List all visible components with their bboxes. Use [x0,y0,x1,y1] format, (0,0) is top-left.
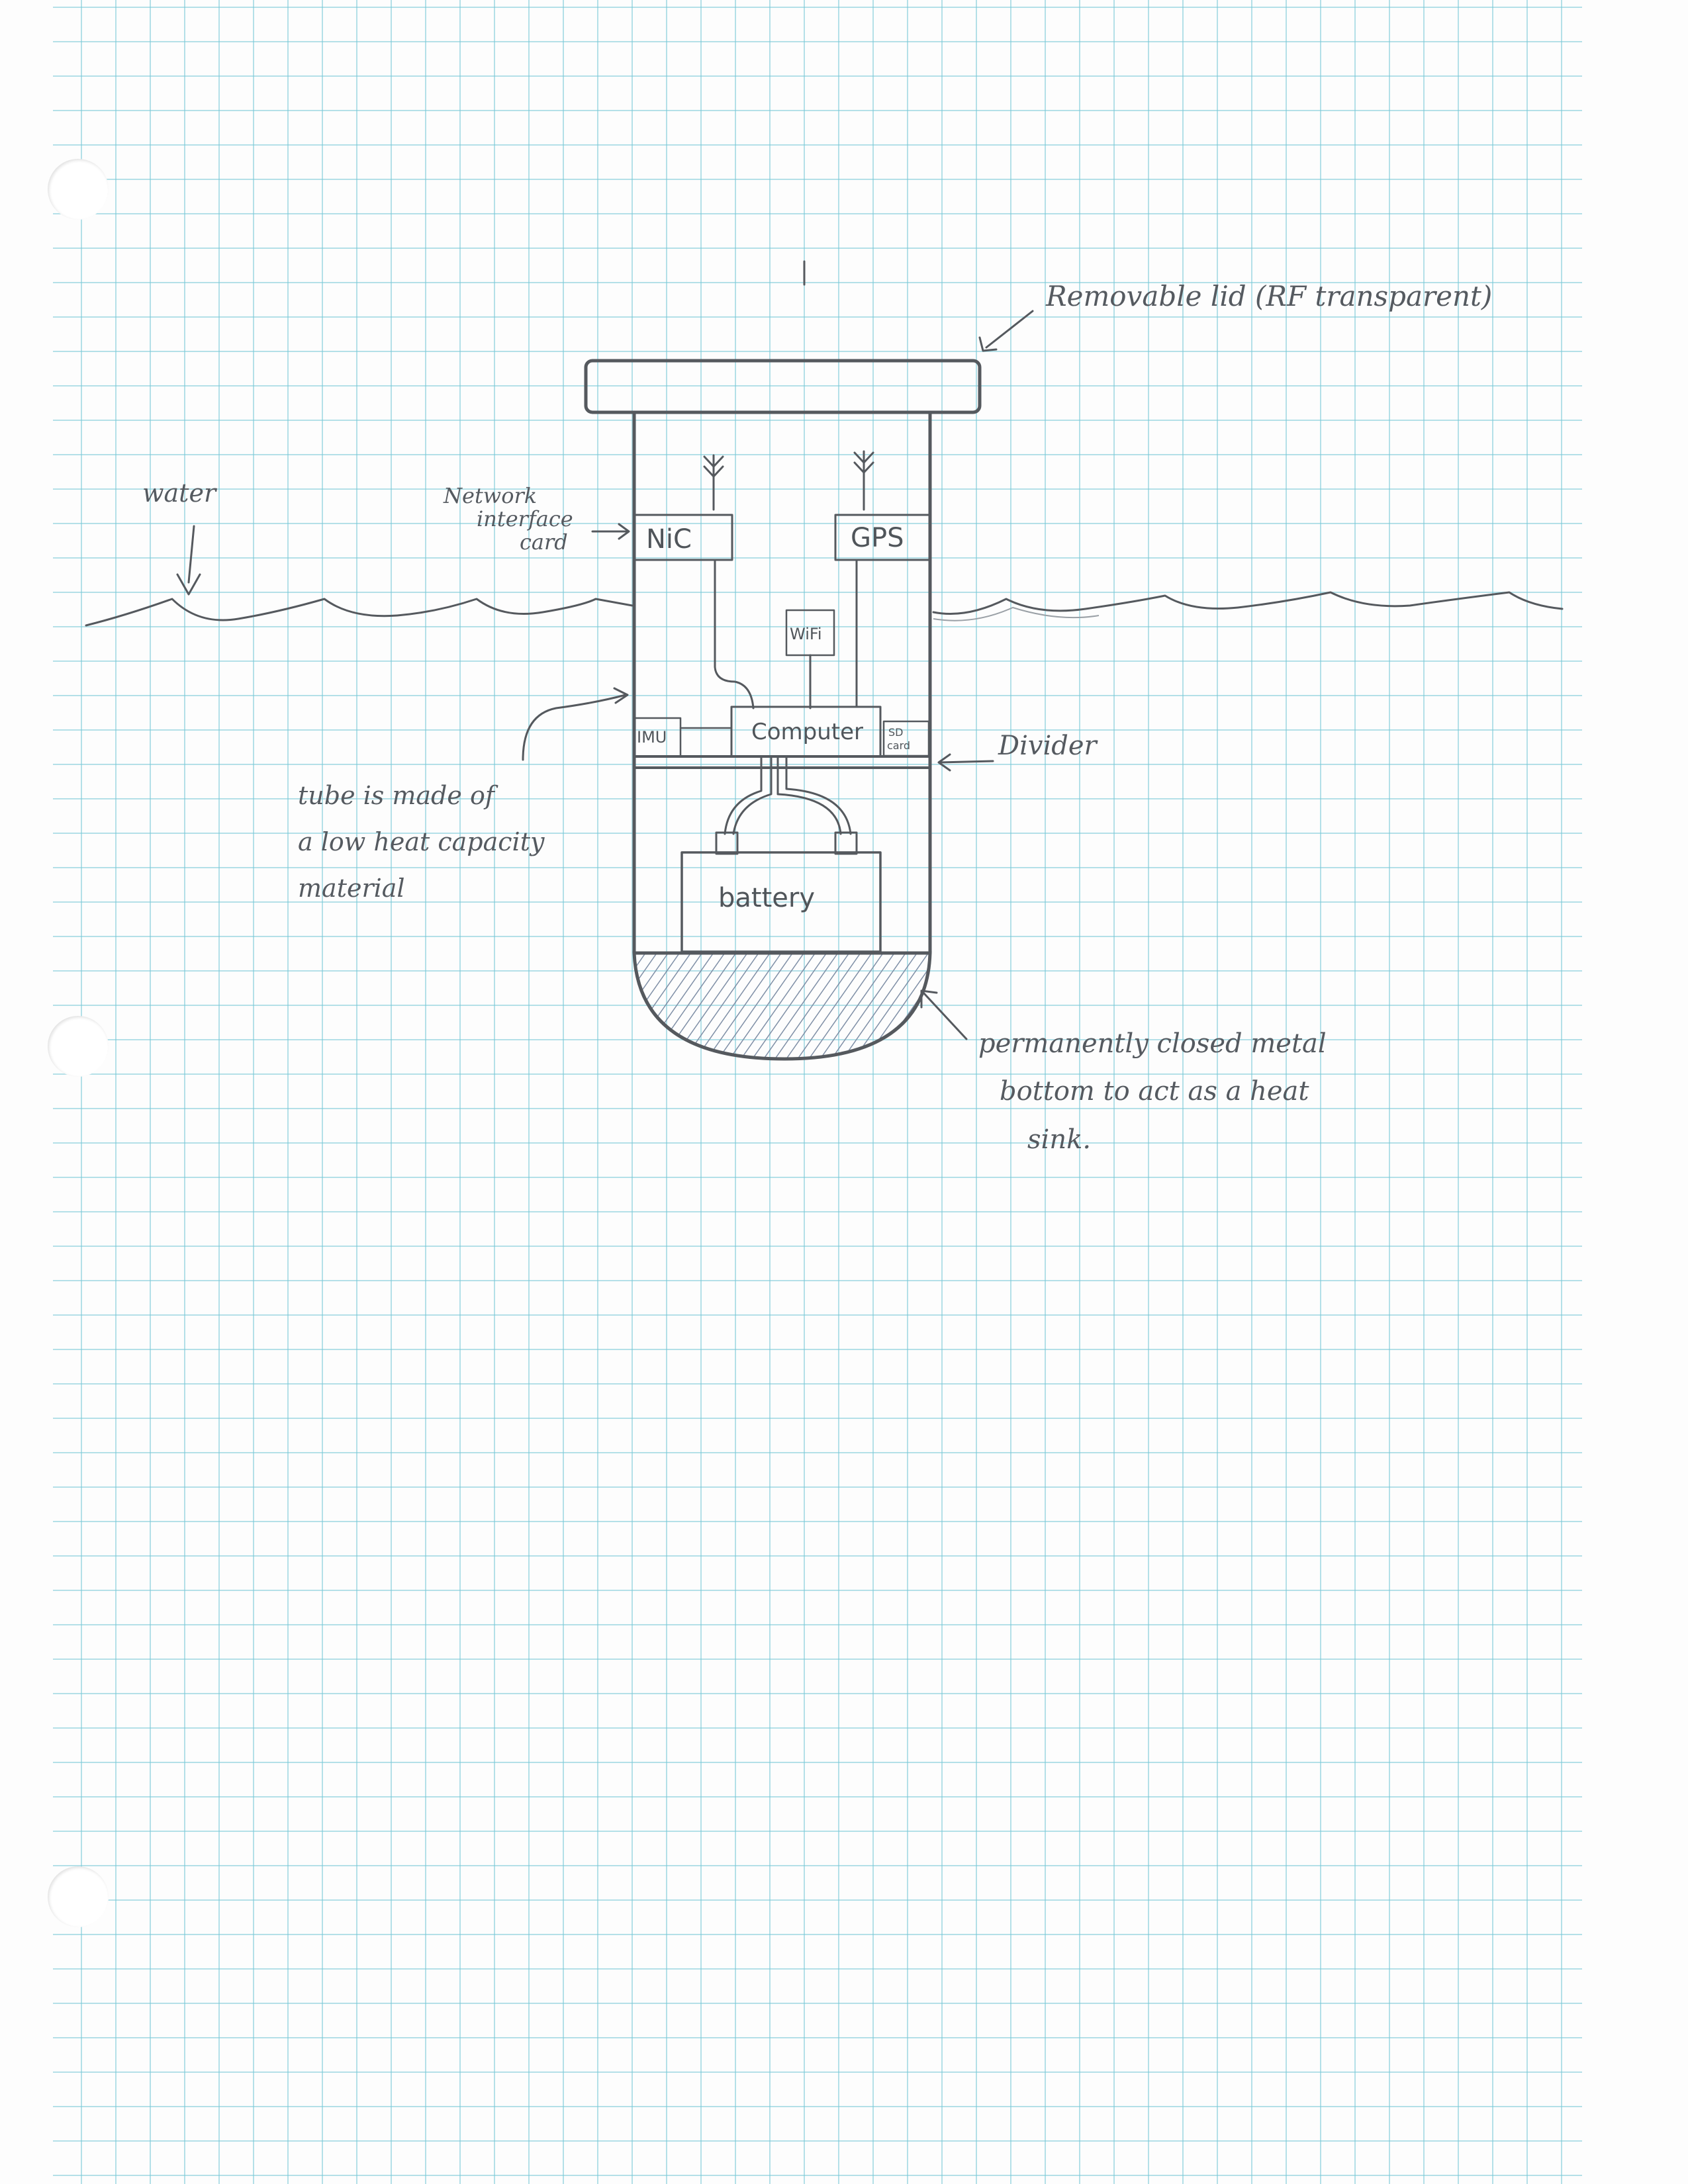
bottom-label-line2: bottom to act as a heat [1000,1076,1309,1107]
sd-label-line1: SD [888,726,903,739]
tube-label-line2: a low heat capacity [298,827,545,856]
divider-label: Divider [998,731,1099,761]
nic-caption-line1: Network [443,483,537,508]
wifi-label: WiFi [790,625,822,643]
lid-arrow-head [980,338,996,351]
tube-arrow [523,695,626,760]
nic-wire [715,560,753,708]
tube-label-line1: tube is made of [298,781,498,810]
water-surface-left [86,599,632,625]
removable-lid [586,361,980,412]
nic-caption-line2: interface [477,506,573,531]
bottom-label-line3: sink. [1027,1124,1091,1155]
water-label: water [142,478,218,508]
battery-terminal-right [835,833,857,854]
battery-label: battery [718,883,815,913]
battery-terminal-left [716,833,737,854]
gps-label: GPS [851,523,904,553]
computer-label: Computer [751,719,863,745]
water-surface-right [933,592,1562,614]
water-arrow [189,526,194,582]
divider-arrow [940,761,993,762]
nic-antenna-icon [704,455,723,510]
imu-label: IMU [637,728,667,747]
lid-arrow [986,311,1033,347]
nic-label: NiC [646,524,692,555]
nic-caption-line3: card [520,529,568,555]
bottom-label-line1: permanently closed metal [978,1028,1327,1059]
metal-bottom-heat-sink [634,953,930,1059]
tube-label-line3: material [298,874,405,903]
lid-label: Removable lid (RF transparent) [1045,280,1492,312]
bottom-arrow [923,993,966,1039]
gps-antenna-icon [855,451,873,510]
sd-label-line2: card [887,739,910,752]
